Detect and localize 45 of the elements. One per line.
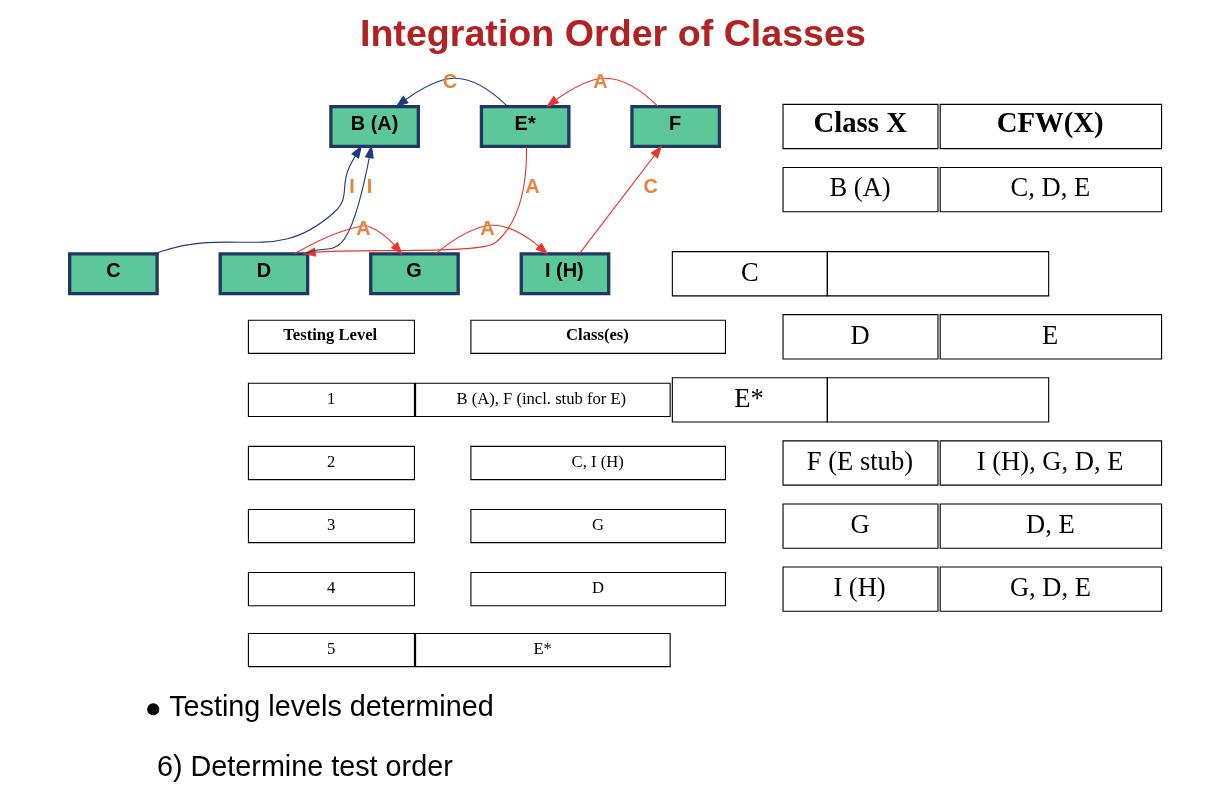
node-box: F — [629, 104, 721, 149]
label: 3 — [326, 514, 335, 534]
label: D — [591, 578, 604, 598]
label: B (A) — [829, 172, 891, 203]
label: 5 — [326, 638, 335, 658]
label: 1 — [326, 388, 335, 408]
edge-label: I — [348, 175, 355, 198]
label: C, I (H) — [571, 451, 624, 471]
label: F (E stub) — [806, 445, 913, 476]
arrow — [304, 144, 374, 255]
label: E* — [733, 382, 764, 413]
diagram-title: Integration Order of Classes — [359, 11, 866, 54]
label: G — [591, 514, 604, 534]
edge-label: A — [524, 175, 540, 198]
label: Class X — [812, 106, 907, 139]
label: Testing Level — [282, 324, 377, 344]
edge-label: I — [366, 175, 372, 198]
label: D — [850, 319, 870, 350]
label: I (H) — [832, 572, 886, 603]
arrow — [394, 77, 508, 108]
label: E* — [532, 638, 552, 658]
label: 2 — [326, 451, 335, 471]
node-box: C — [67, 252, 159, 296]
label: C, D, E — [1009, 172, 1090, 203]
label: Class(es) — [565, 324, 629, 344]
label: B (A), F (incl. stub for E) — [456, 388, 626, 408]
label: G — [850, 508, 870, 539]
node-box: D — [218, 252, 309, 296]
arrow — [578, 145, 662, 255]
label: I (H), G, D, E — [976, 445, 1123, 476]
label: C — [740, 256, 759, 287]
node-box: G — [368, 252, 460, 296]
arrow — [545, 77, 659, 108]
node-box: B (A) — [328, 104, 420, 149]
arrow — [434, 224, 548, 255]
label: D, E — [1025, 508, 1075, 539]
label: 6) Determine test order — [156, 750, 453, 782]
node-box: I (H) — [519, 252, 610, 296]
label: CFW(X) — [996, 106, 1104, 139]
label: Testing levels determined — [168, 690, 494, 723]
label: G, D, E — [1009, 572, 1091, 603]
label: 4 — [326, 578, 335, 598]
label: E — [1041, 319, 1058, 350]
edge-label: C — [643, 175, 658, 198]
node-box: E* — [479, 104, 570, 149]
